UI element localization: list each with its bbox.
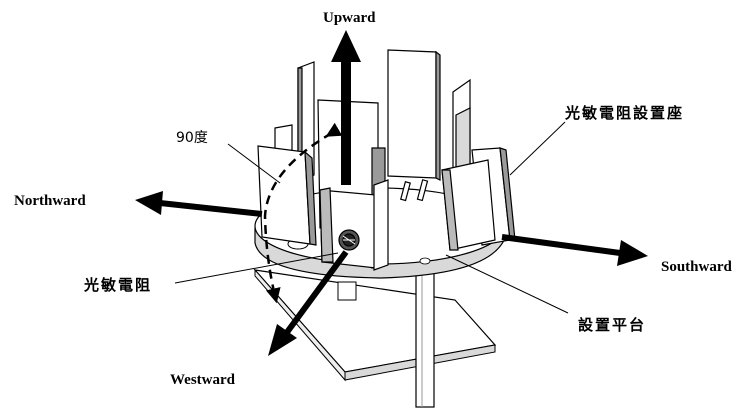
northward-label: Northward bbox=[14, 193, 86, 209]
southward-label: Southward bbox=[661, 259, 733, 275]
angle-arc bbox=[263, 122, 343, 304]
angle-label: 90度 bbox=[176, 130, 208, 146]
westward-label: Westward bbox=[170, 372, 236, 388]
photoresistor-holder bbox=[317, 99, 389, 271]
northward-arrow bbox=[135, 191, 263, 217]
upward-label: Upward bbox=[323, 10, 376, 26]
sensor-mount-plate-right bbox=[441, 147, 516, 251]
platform-label: 設置平台 bbox=[578, 316, 646, 334]
westward-arrow bbox=[268, 250, 349, 356]
upward-arrow bbox=[331, 30, 361, 185]
sensor-mount-label: 光敏電阻設置座 bbox=[564, 104, 684, 122]
leader-lines bbox=[174, 121, 569, 314]
southward-arrow bbox=[501, 234, 648, 266]
support-rod bbox=[337, 271, 435, 408]
photoresistor-label: 光敏電阻 bbox=[83, 276, 152, 294]
